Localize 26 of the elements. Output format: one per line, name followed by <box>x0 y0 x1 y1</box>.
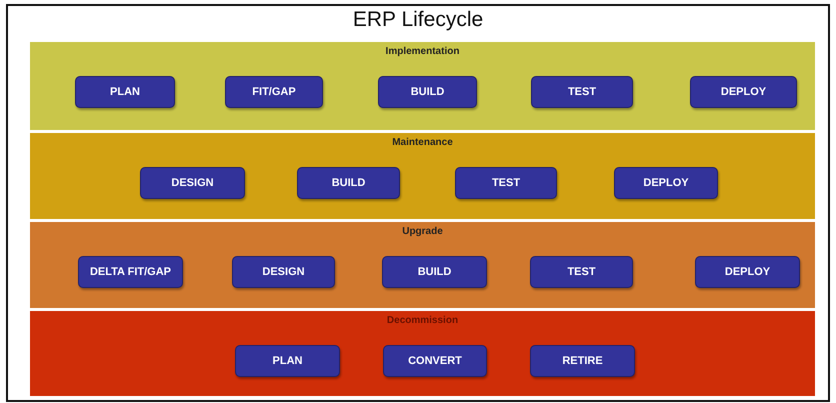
step-box: CONVERT <box>383 345 487 377</box>
band-title: Decommission <box>386 315 460 326</box>
step-box: BUILD <box>297 167 400 199</box>
step-box: TEST <box>531 76 633 108</box>
step-box: RETIRE <box>530 345 635 377</box>
step-box: DEPLOY <box>614 167 718 199</box>
step-box: BUILD <box>378 76 477 108</box>
step-box: PLAN <box>235 345 340 377</box>
step-box: DESIGN <box>140 167 245 199</box>
band-title: Upgrade <box>401 226 444 237</box>
step-box: DELTA FIT/GAP <box>78 256 183 288</box>
phase-band <box>30 42 815 130</box>
band-title: Implementation <box>384 46 460 57</box>
step-box: FIT/GAP <box>225 76 323 108</box>
diagram-title: ERP Lifecycle <box>352 8 484 32</box>
phase-band <box>30 311 815 396</box>
step-box: DEPLOY <box>695 256 800 288</box>
phase-band <box>30 222 815 308</box>
band-title: Maintenance <box>391 137 454 148</box>
phase-band <box>30 133 815 219</box>
step-box: DEPLOY <box>690 76 797 108</box>
step-box: TEST <box>530 256 633 288</box>
step-box: DESIGN <box>232 256 335 288</box>
step-box: TEST <box>455 167 557 199</box>
step-box: PLAN <box>75 76 175 108</box>
step-box: BUILD <box>382 256 487 288</box>
